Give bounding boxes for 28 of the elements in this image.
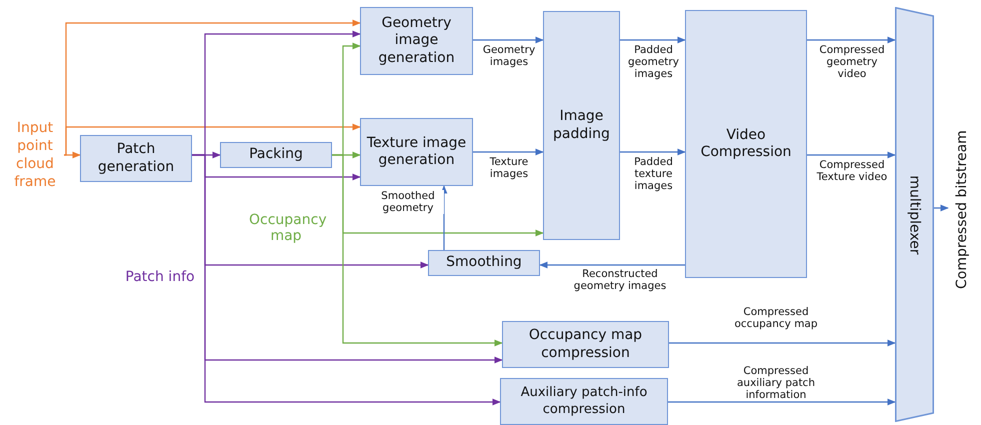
process-box: Occupancy map compression <box>502 321 669 368</box>
arrow <box>332 154 503 346</box>
process-box: Patch generation <box>80 135 192 182</box>
process-box: Smoothing <box>428 250 540 276</box>
process-box: Auxiliary patch-info compression <box>500 378 668 425</box>
arrow <box>64 124 361 156</box>
process-box: Video Compression <box>685 10 807 278</box>
edge-label: Occupancy map <box>248 212 324 244</box>
arrow <box>669 340 896 346</box>
arrow <box>473 148 544 156</box>
multiplexer-label: multiplexer <box>906 174 922 254</box>
process-box: Packing <box>220 142 332 168</box>
process-box: Texture image generation <box>360 118 473 186</box>
arrow <box>539 262 685 268</box>
process-box: Geometry image generation <box>360 7 473 75</box>
arrow <box>64 152 81 158</box>
arrow <box>440 185 448 250</box>
input-label: Input point cloud frame <box>6 114 64 196</box>
arrow <box>620 148 686 156</box>
arrow <box>192 154 501 406</box>
arrow <box>934 204 949 212</box>
arrow <box>807 36 896 44</box>
output-label: Compressed bitstream <box>948 120 976 300</box>
arrow <box>473 36 544 44</box>
arrow <box>668 398 896 406</box>
arrow <box>807 152 896 158</box>
arrow <box>620 36 686 44</box>
process-box: Image padding <box>543 11 620 240</box>
